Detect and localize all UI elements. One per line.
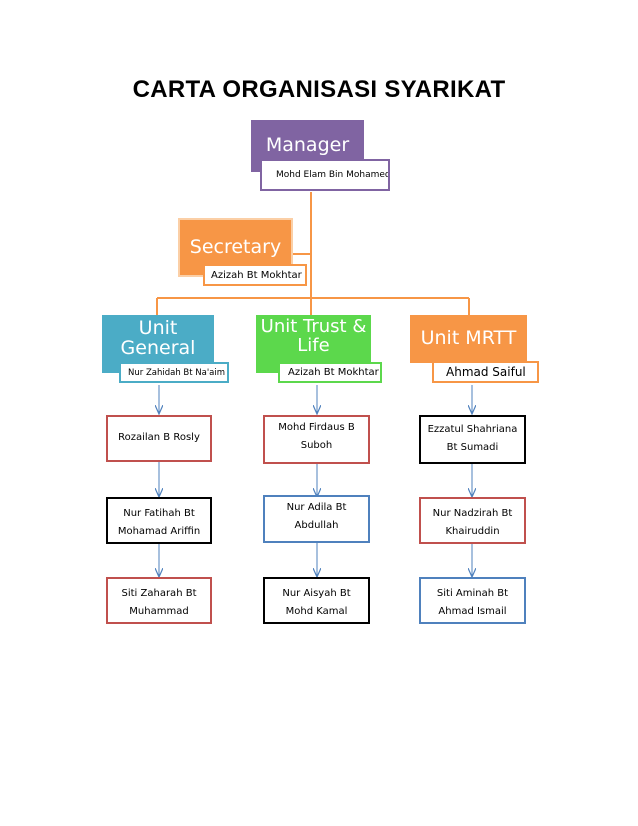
member-name-line1: Nur Nadzirah Bt bbox=[432, 508, 513, 519]
member-name-line1: Nur Adila Bt bbox=[286, 502, 347, 513]
secretary-name: Azizah Bt Mokhtar bbox=[211, 269, 302, 281]
member-box: Nur Nadzirah Bt Khairuddin bbox=[419, 497, 526, 544]
unit-mrtt-head: Ahmad Saiful bbox=[446, 365, 526, 379]
member-box: Nur Fatihah Bt Mohamad Ariffin bbox=[106, 497, 212, 544]
member-name-line1: Nur Aisyah Bt bbox=[282, 588, 351, 599]
member-box: Nur Adila Bt Abdullah bbox=[263, 495, 370, 543]
member-box: Mohd Firdaus B Suboh bbox=[263, 415, 370, 464]
unit-trust-head-tag: Azizah Bt Mokhtar bbox=[278, 362, 382, 383]
member-name-line2: Suboh bbox=[300, 440, 333, 451]
unit-mrtt-label: Unit MRTT bbox=[420, 327, 517, 350]
member-name-line2: Ahmad Ismail bbox=[438, 606, 507, 617]
member-name-line2: Khairuddin bbox=[445, 526, 500, 537]
member-name-line2: Bt Sumadi bbox=[446, 442, 499, 453]
unit-mrtt-box: Unit MRTT bbox=[410, 315, 527, 363]
member-name-line1: Mohd Firdaus B bbox=[278, 422, 355, 433]
chart-title: CARTA ORGANISASI SYARIKAT bbox=[132, 76, 506, 103]
member-name-line2: Mohd Kamal bbox=[285, 606, 348, 617]
secretary-name-tag: Azizah Bt Mokhtar bbox=[203, 264, 307, 286]
unit-mrtt-head-tag: Ahmad Saiful bbox=[432, 361, 539, 383]
member-name-line1: Siti Aminah Bt bbox=[436, 588, 509, 599]
member-name-line2: Abdullah bbox=[294, 520, 339, 531]
secretary-role-label: Secretary bbox=[189, 235, 282, 258]
unit-general-label: Unit General bbox=[120, 317, 196, 359]
manager-role-label: Manager bbox=[265, 134, 350, 157]
member-name-line2: Mohamad Ariffin bbox=[117, 526, 201, 537]
unit-general-head: Nur Zahidah Bt Na'aim bbox=[128, 367, 226, 378]
member-name-line1: Siti Zaharah Bt bbox=[121, 588, 197, 599]
manager-name: Mohd Elam Bin Mohamed bbox=[276, 170, 390, 180]
member-name-line1: Rozailan B Rosly bbox=[118, 432, 200, 443]
unit-trust-label: Unit Trust & Life bbox=[260, 316, 367, 356]
unit-trust-head: Azizah Bt Mokhtar bbox=[288, 367, 379, 378]
member-box: Siti Aminah Bt Ahmad Ismail bbox=[419, 577, 526, 624]
member-box: Rozailan B Rosly bbox=[106, 415, 212, 462]
unit-general-head-tag: Nur Zahidah Bt Na'aim bbox=[119, 362, 229, 383]
member-name-line2: Muhammad bbox=[129, 606, 189, 617]
member-box: Siti Zaharah Bt Muhammad bbox=[106, 577, 212, 624]
member-box: Nur Aisyah Bt Mohd Kamal bbox=[263, 577, 370, 624]
member-name-line1: Ezzatul Shahriana bbox=[427, 424, 518, 435]
manager-name-tag: Mohd Elam Bin Mohamed bbox=[260, 159, 390, 191]
member-name-line1: Nur Fatihah Bt bbox=[123, 508, 195, 519]
member-box: Ezzatul Shahriana Bt Sumadi bbox=[419, 415, 526, 464]
